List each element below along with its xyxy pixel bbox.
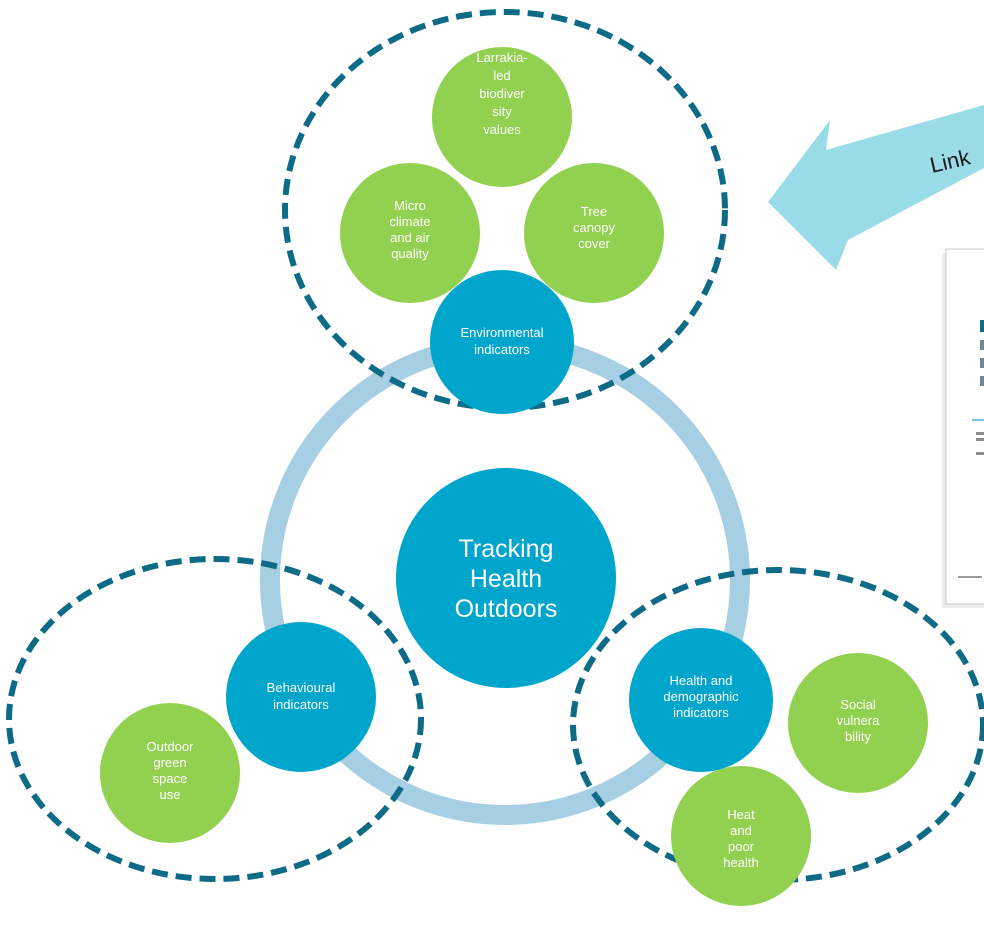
behavioural-indicators-hub [226, 622, 376, 772]
health-demographic-hub [629, 628, 773, 772]
behavioural-indicators-label: Behavioural indicators [267, 680, 336, 712]
health-demographic-label-line: demographic [663, 689, 739, 704]
microclimate-node [340, 163, 480, 303]
heat-poor-health-node [671, 766, 811, 906]
heat-poor-health-label-line: poor [728, 839, 755, 854]
tree-canopy-node [524, 163, 664, 303]
tree-canopy-label-line: canopy [573, 220, 615, 235]
health-demographic-label-line: Health and [670, 673, 733, 688]
environmental-indicators-label: Environmental indicators [460, 325, 543, 357]
health-group-boundary [570, 567, 984, 883]
behavioural-indicators-label-line: indicators [273, 697, 329, 712]
environmental-indicators-hub [430, 270, 574, 414]
microclimate-label-line: and air [390, 230, 430, 245]
larrakia-biodiversity-label: Larrakia-led biodiver sity values [476, 50, 527, 137]
outdoor-green-space-label-line: green [153, 755, 186, 770]
tracking-health-outdoors-center [396, 468, 616, 688]
social-vulnerability-label-line: Social [840, 697, 876, 712]
center-label-line: Outdoors [455, 595, 558, 623]
microclimate-label-line: Micro [394, 198, 426, 213]
heat-poor-health-label-line: health [723, 855, 758, 870]
outdoor-green-space-node [100, 703, 240, 843]
social-vulnerability-label-line: bility [845, 729, 872, 744]
environmental-indicators-label-line: indicators [474, 342, 530, 357]
health-demographic-label-line: indicators [673, 705, 729, 720]
environmental-group-boundary [282, 9, 728, 411]
outdoor-green-space-label-line: space [153, 771, 188, 786]
larrakia-biodiversity-label-line: Larrakia- [476, 50, 527, 65]
larrakia-biodiversity-label-line: led [493, 68, 510, 83]
tree-canopy-label-line: Tree [581, 204, 607, 219]
larrakia-biodiversity-node [432, 47, 572, 187]
behavioural-group-boundary [6, 556, 424, 882]
behavioural-indicators-label-line: Behavioural [267, 680, 336, 695]
environmental-indicators-label-line: Environmental [460, 325, 543, 340]
larrakia-biodiversity-label-line: sity [492, 104, 512, 119]
microclimate-label-line: climate [389, 214, 430, 229]
heat-poor-health-label-line: Heat [727, 807, 755, 822]
social-vulnerability-node [788, 653, 928, 793]
larrakia-biodiversity-label-line: values [483, 122, 521, 137]
heat-poor-health-label-line: and [730, 823, 752, 838]
outdoor-green-space-label-line: Outdoor [147, 739, 195, 754]
link-arrow [768, 105, 984, 270]
microclimate-label-line: quality [391, 246, 429, 261]
social-vulnerability-label-line: vulnera [837, 713, 880, 728]
tree-canopy-label-line: cover [578, 236, 610, 251]
report-thumbnail [942, 248, 984, 608]
larrakia-biodiversity-label-line: biodiver [479, 86, 525, 101]
outdoor-green-space-label-line: use [160, 787, 181, 802]
center-label-line: Health [470, 565, 542, 593]
center-label-line: Tracking [459, 535, 554, 563]
